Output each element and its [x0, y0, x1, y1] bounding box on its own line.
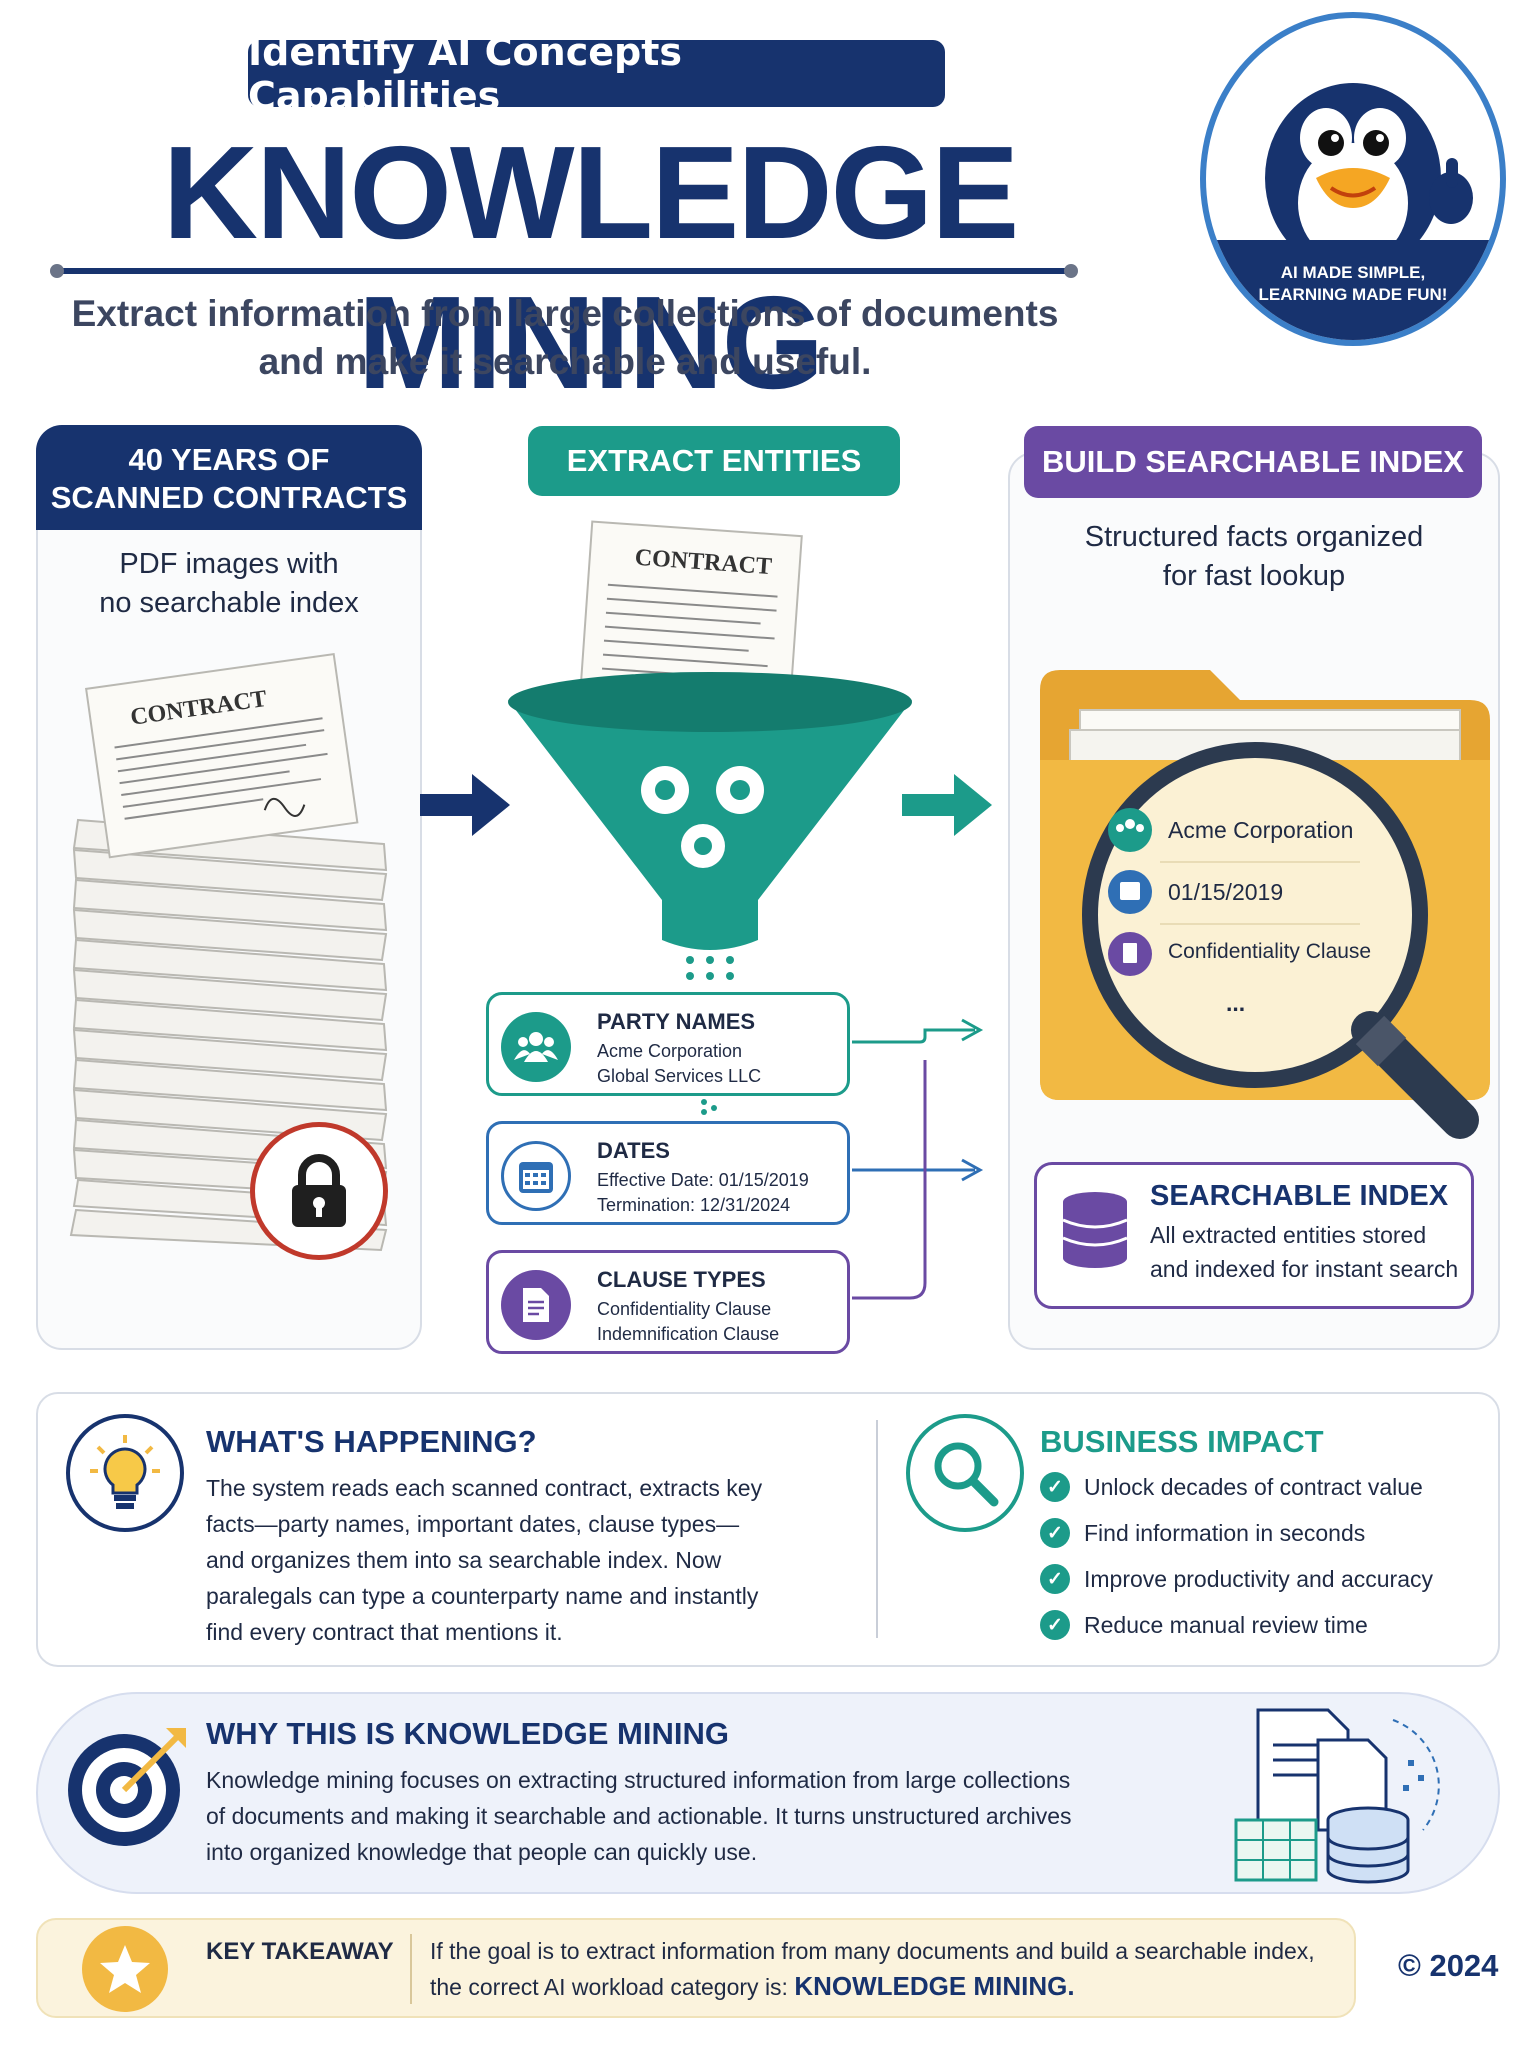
impact-item: ✓ Reduce manual review time: [1040, 1610, 1368, 1640]
entity-value: Termination: 12/31/2024: [597, 1195, 791, 1215]
whats-happening-body: The system reads each scanned contract, …: [206, 1470, 846, 1650]
body-line: The system reads each scanned contract, …: [206, 1475, 763, 1501]
connector-lines: [701, 1018, 984, 1300]
searchable-index-title: SEARCHABLE INDEX: [1150, 1180, 1449, 1212]
magnifier-icon: [906, 1414, 1024, 1532]
extract-entities-title: EXTRACT ENTITIES: [566, 443, 862, 478]
lightbulb-icon: [66, 1414, 184, 1532]
impact-text: Unlock decades of contract value: [1084, 1473, 1423, 1500]
paper-stack-illustration: CONTRACT: [69, 652, 388, 1252]
why-title: WHY THIS IS KNOWLEDGE MINING: [206, 1716, 729, 1751]
body-line: and organizes them into sa searchable in…: [206, 1547, 722, 1573]
database-icon: [1062, 1192, 1128, 1268]
mascot-badge: AI MADE SIMPLE, LEARNING MADE FUN!: [1200, 12, 1506, 346]
whats-happening-title: WHAT'S HAPPENING?: [206, 1424, 537, 1459]
searchable-index-line-1: All extracted entities stored: [1150, 1222, 1427, 1248]
page-title: KNOWLEDGE MINING: [162, 119, 1020, 416]
searchable-index-line-2: and indexed for instant search: [1150, 1256, 1459, 1282]
entity-value: Global Services LLC: [597, 1066, 762, 1086]
body-line: find every contract that mentions it.: [206, 1619, 563, 1645]
badge-line-1: AI MADE SIMPLE,: [1280, 263, 1426, 282]
takeaway-label: KEY TAKEAWAY: [206, 1938, 394, 1965]
badge-slogan: AI MADE SIMPLE, LEARNING MADE FUN!: [1206, 240, 1500, 340]
impact-item: ✓ Improve productivity and accuracy: [1040, 1564, 1433, 1594]
documents-database-icon: [1234, 1708, 1440, 1884]
extract-entities-header: EXTRACT ENTITIES: [528, 426, 900, 496]
takeaway-card: [36, 1918, 1356, 2018]
takeaway-text: If the goal is to extract information fr…: [430, 1934, 1350, 2005]
scanned-contracts-title-1: 40 YEARS OF: [128, 442, 330, 477]
takeaway-prefix: the correct AI workload category is:: [430, 1974, 795, 2000]
entity-box-clause-types: CLAUSE TYPES Confidentiality Clause Inde…: [486, 1250, 850, 1354]
lens-item-party: Acme Corporation: [1168, 817, 1354, 843]
explanation-card: [36, 1392, 1500, 1667]
scanned-contracts-title-2: SCANNED CONTRACTS: [50, 480, 408, 515]
entity-box-dates: DATES Effective Date: 01/15/2019 Termina…: [486, 1121, 850, 1225]
takeaway-emphasis: KNOWLEDGE MINING.: [794, 1971, 1075, 2001]
category-pill: Identify AI Concepts Capabilities: [248, 30, 945, 118]
entity-title: PARTY NAMES: [597, 1009, 756, 1034]
impact-item: ✓ Unlock decades of contract value: [1040, 1472, 1423, 1502]
body-line: facts—party names, important dates, clau…: [206, 1511, 740, 1537]
check-icon: ✓: [1040, 1518, 1070, 1548]
calendar-icon: [501, 1141, 571, 1211]
star-icon: [82, 1926, 168, 2012]
category-pill-text: Identify AI Concepts Capabilities: [248, 29, 682, 118]
impact-text: Find information in seconds: [1084, 1519, 1366, 1546]
badge-line-2: LEARNING MADE FUN!: [1258, 285, 1448, 304]
page-subtitle: Extract information from large collectio…: [60, 290, 1070, 386]
target-icon: [68, 1728, 186, 1846]
entity-title: CLAUSE TYPES: [597, 1267, 766, 1292]
scanned-contracts-desc-2: no searchable index: [99, 587, 359, 619]
business-impact-title: BUSINESS IMPACT: [1040, 1424, 1324, 1459]
takeaway-divider: [410, 1934, 412, 2004]
body-line: into organized knowledge that people can…: [206, 1839, 758, 1865]
body-line: of documents and making it searchable an…: [206, 1803, 1072, 1829]
impact-item: ✓ Find information in seconds: [1040, 1518, 1365, 1548]
impact-text: Reduce manual review time: [1084, 1611, 1368, 1638]
entity-value: Effective Date: 01/15/2019: [597, 1170, 809, 1190]
body-line: paralegals can type a counterparty name …: [206, 1583, 759, 1609]
folder-illustration: [1040, 670, 1490, 1139]
scanned-contracts-desc: PDF images with no searchable index: [40, 545, 418, 623]
scanned-contracts-header: 40 YEARS OF SCANNED CONTRACTS: [36, 425, 422, 530]
arrow-right-icon: [420, 774, 510, 836]
entity-value: Confidentiality Clause: [597, 1299, 772, 1319]
build-index-title: BUILD SEARCHABLE INDEX: [1042, 444, 1464, 479]
entity-box-party-names: PARTY NAMES Acme Corporation Global Serv…: [486, 992, 850, 1096]
lock-icon: [250, 1122, 388, 1260]
body-line: Knowledge mining focuses on extracting s…: [206, 1767, 1071, 1793]
check-icon: ✓: [1040, 1610, 1070, 1640]
takeaway-line-2: the correct AI workload category is: KNO…: [430, 1969, 1350, 2005]
penguin-mascot-icon: [1265, 83, 1473, 258]
build-index-desc: Structured facts organized for fast look…: [1010, 518, 1498, 596]
entity-value: Indemnification Clause: [597, 1324, 780, 1344]
funnel-illustration: CONTRACT: [508, 520, 912, 980]
impact-text: Improve productivity and accuracy: [1084, 1565, 1433, 1592]
lens-more: ...: [1226, 990, 1246, 1016]
entity-title: DATES: [597, 1138, 670, 1163]
build-index-desc-2: for fast lookup: [1162, 560, 1346, 592]
why-body: Knowledge mining focuses on extracting s…: [206, 1762, 1186, 1870]
arrow-right-icon: [902, 774, 992, 836]
takeaway-line-1: If the goal is to extract information fr…: [430, 1938, 1315, 1964]
check-icon: ✓: [1040, 1564, 1070, 1594]
check-icon: ✓: [1040, 1472, 1070, 1502]
subtitle-line-1: Extract information from large collectio…: [71, 293, 1059, 334]
title-divider: [50, 264, 1078, 278]
build-index-desc-1: Structured facts organized: [1084, 521, 1424, 553]
build-index-header: BUILD SEARCHABLE INDEX: [1024, 426, 1482, 498]
people-icon: [501, 1012, 571, 1082]
copyright: © 2024: [1398, 1948, 1499, 1983]
lens-item-date: 01/15/2019: [1168, 879, 1284, 905]
lens-item-clause: Confidentiality Clause: [1168, 940, 1372, 963]
section-divider: [876, 1420, 878, 1638]
document-icon: [501, 1270, 571, 1340]
scanned-contracts-desc-1: PDF images with: [119, 548, 339, 580]
subtitle-line-2: and make it searchable and useful.: [258, 341, 872, 382]
entity-value: Acme Corporation: [597, 1041, 743, 1061]
